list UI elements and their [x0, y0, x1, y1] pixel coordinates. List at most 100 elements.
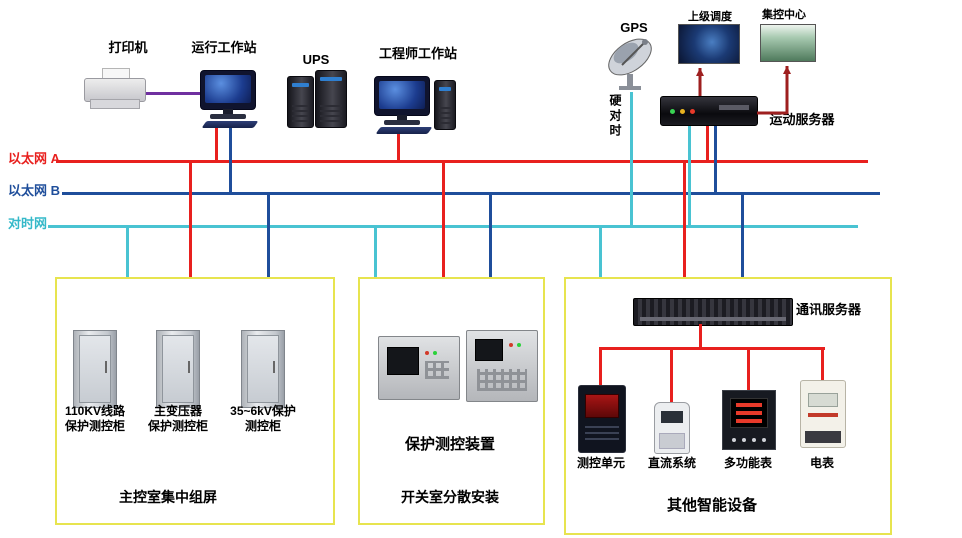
cabinet-door [79, 335, 111, 403]
dc-lcd [661, 411, 683, 423]
dc-lower [659, 433, 685, 449]
drop-dc-system [670, 347, 673, 402]
monitor-glass [205, 75, 251, 103]
link-engineer-ws-ethernet-a [397, 130, 400, 161]
telecontrol-server-label: 运动服务器 [769, 112, 835, 127]
device-bus-line [599, 347, 825, 350]
hard-time-sync-label: 硬对时 [608, 94, 622, 139]
drop-energy-meter [821, 347, 824, 380]
cabinet-handle [188, 361, 190, 373]
energy-meter-icon [800, 380, 846, 448]
relay-screen [387, 347, 419, 375]
gps-label: GPS [620, 20, 648, 35]
printer-icon [84, 68, 146, 110]
central-control-image [760, 24, 816, 62]
server-panel [719, 105, 749, 110]
ups-label: UPS [302, 52, 330, 67]
panel-main-control-room-title: 主控室集中组屏 [119, 489, 217, 505]
drop-time-sync-panel2 [374, 226, 377, 277]
panel-main-control-room [55, 277, 335, 525]
panel-switch-room [358, 277, 545, 525]
engineer-workstation-icon [374, 76, 436, 134]
link-server-time-sync [688, 124, 691, 226]
monitor-stand [397, 115, 407, 121]
ethernet-b-bus [62, 192, 880, 195]
meter-segment-display [730, 398, 768, 428]
panel-switch-room-title: 开关室分散安装 [401, 489, 499, 505]
superior-dispatch-image [678, 24, 740, 64]
drop-time-sync-panel3 [599, 226, 602, 277]
drop-ethernet-b-panel1 [267, 192, 270, 277]
mcu-buttons [585, 424, 619, 440]
printer-cable [146, 92, 203, 95]
tower-light [439, 87, 451, 91]
keyboard-icon [375, 127, 433, 134]
comm-server-icon [633, 298, 793, 326]
cabinet-transformer-icon [156, 330, 200, 408]
link-server-ethernet-b [714, 124, 717, 193]
relay-leds [509, 343, 513, 347]
cabinet-110kv-icon [73, 330, 117, 408]
drop-multifunction-meter [747, 347, 750, 390]
engineer-workstation-label: 工程师工作站 [378, 46, 457, 61]
ups-tower2-icon [315, 70, 347, 128]
drop-ethernet-b-panel3 [741, 192, 744, 277]
cabinet-handle [105, 361, 107, 373]
time-sync-label: 对时网 [8, 216, 48, 231]
printer-tray [90, 99, 140, 109]
server-lights [670, 109, 675, 114]
relay-screen [475, 339, 503, 361]
relay-keypad [477, 369, 527, 391]
ethernet-a-label: 以太网 A [8, 151, 61, 166]
comm-server-label: 通讯服务器 [796, 302, 862, 317]
ups-tower-icon [287, 76, 314, 128]
telecontrol-server-icon [660, 96, 758, 126]
operator-workstation-icon [200, 70, 262, 128]
monitor-screen [374, 76, 430, 116]
cabinet-35-6kv-icon [241, 330, 285, 408]
ups-vents2 [320, 104, 342, 122]
ups-light2 [320, 77, 342, 81]
mcu-icon [578, 385, 626, 453]
ethernet-a-bus [56, 160, 868, 163]
time-sync-bus [48, 225, 858, 228]
energy-meter-mark [808, 413, 838, 417]
drop-time-sync-panel1 [126, 226, 129, 277]
multifunction-meter-label: 多功能表 [723, 456, 772, 470]
cabinet-110kv-label: 110KV线路 保护测控柜 [64, 404, 126, 433]
link-gps-time-sync [630, 92, 633, 226]
drop-mcu [599, 347, 602, 385]
monitor-base [210, 114, 246, 119]
cabinet-35-6kv-label: 35~6kV保护 测控柜 [230, 404, 296, 433]
monitor-glass [379, 81, 425, 109]
energy-meter-terminals [805, 431, 841, 443]
protection-device2-icon [466, 330, 538, 402]
tower-vents [439, 106, 451, 124]
drop-ethernet-b-panel2 [489, 192, 492, 277]
meter-buttons [732, 438, 736, 442]
relay-keypad [425, 361, 449, 379]
monitor-base [384, 120, 420, 125]
superior-dispatch-label: 上级调度 [688, 11, 732, 23]
mcu-label: 测控单元 [576, 456, 625, 470]
drop-ethernet-a-panel3 [683, 161, 686, 277]
meter-digits [736, 403, 762, 407]
operator-workstation-label: 运行工作站 [191, 40, 257, 55]
monitor-screen [200, 70, 256, 110]
printer-label: 打印机 [108, 40, 148, 55]
protection-device-label: 保护测控装置 [404, 436, 495, 453]
comm-server-strip [640, 317, 786, 321]
drop-ethernet-a-panel1 [189, 161, 192, 277]
drop-ethernet-a-panel2 [442, 161, 445, 277]
ups-vents [292, 104, 309, 122]
cabinet-transformer-label: 主变压器 保护测控柜 [147, 404, 208, 433]
monitor-stand [223, 109, 233, 115]
panel-other-devices-title: 其他智能设备 [666, 497, 757, 514]
protection-device1-icon [378, 336, 460, 400]
link-server-ethernet-a [706, 124, 709, 161]
relay-leds [425, 351, 429, 355]
cabinet-handle [273, 361, 275, 373]
ups-light [292, 83, 309, 87]
link-operator-ws-ethernet-b [229, 126, 232, 193]
